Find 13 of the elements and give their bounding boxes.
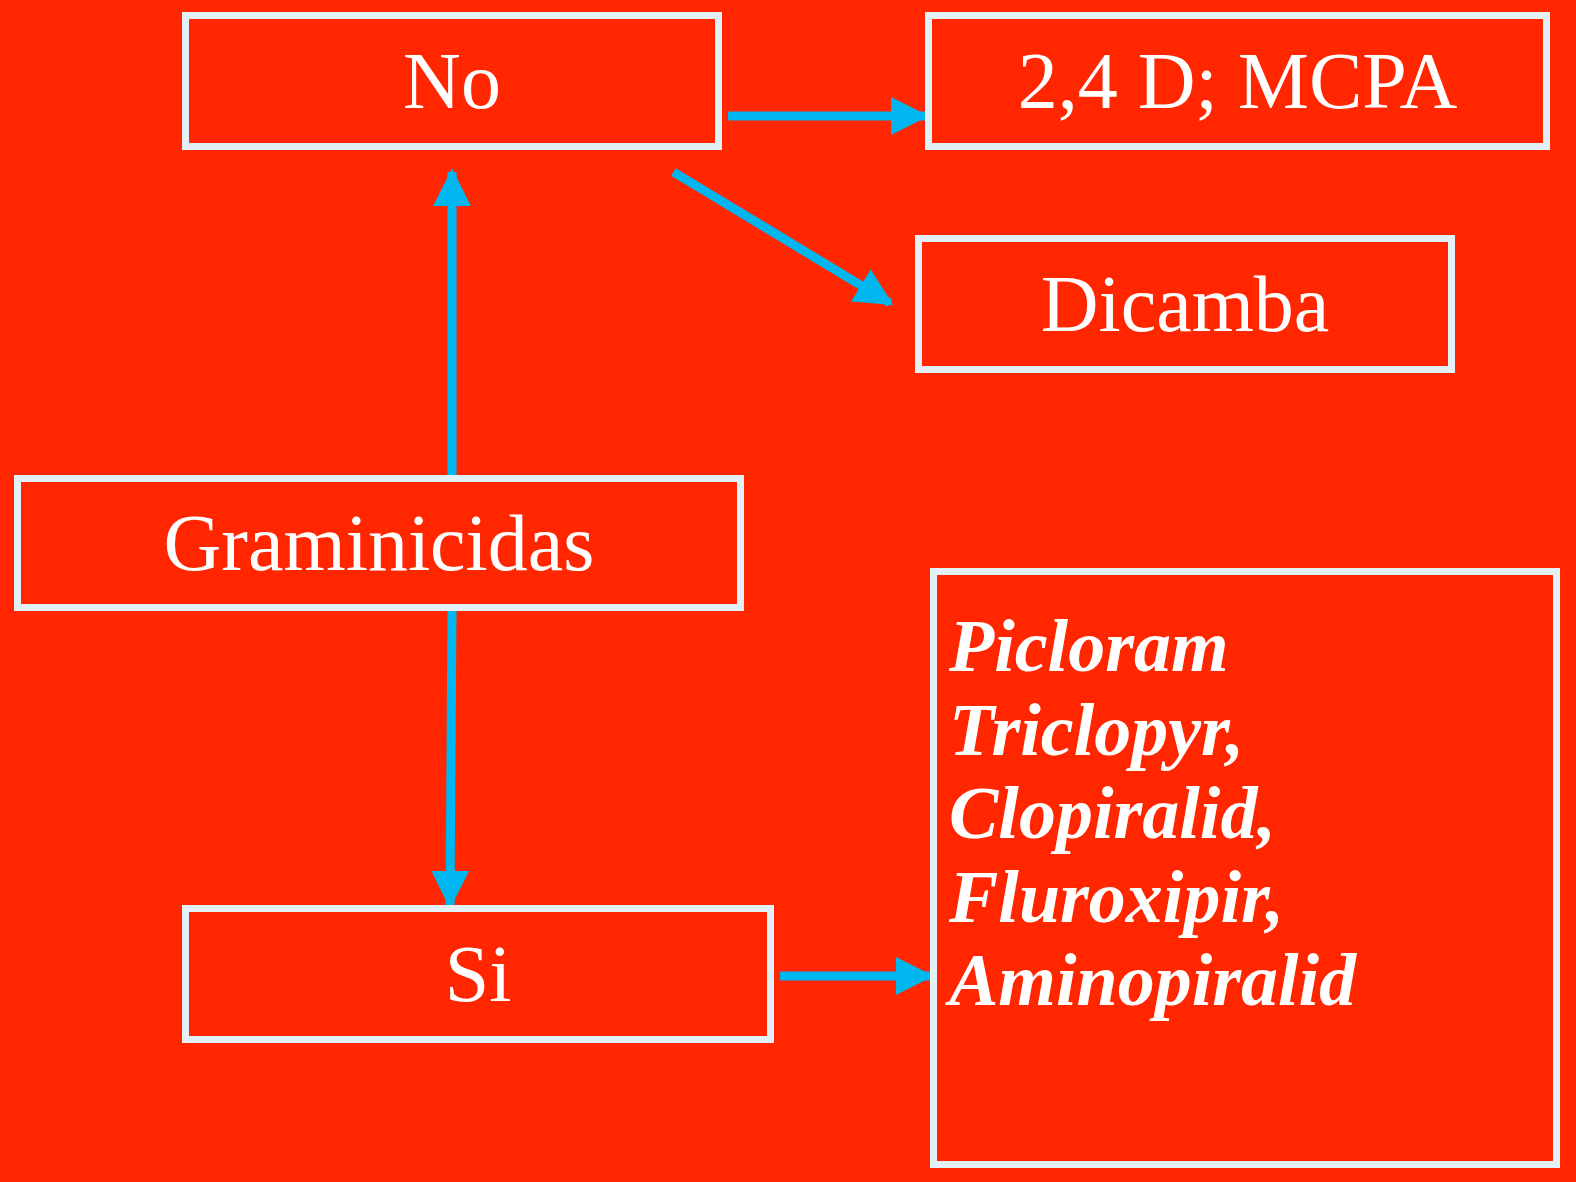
process-box <box>182 905 774 1043</box>
process-box <box>925 12 1550 150</box>
process-box <box>14 475 744 611</box>
process-box <box>930 568 1560 1168</box>
box-label: Si <box>444 934 512 1014</box>
box-label: 2,4 D; MCPA <box>1017 41 1458 121</box>
arrow <box>433 168 471 475</box>
box-label: Dicamba <box>1040 264 1330 344</box>
box-label: No <box>403 41 501 121</box>
process-box <box>915 235 1455 373</box>
process-box <box>182 12 722 150</box>
box-label: Graminicidas <box>163 503 595 583</box>
arrow <box>671 168 894 307</box>
